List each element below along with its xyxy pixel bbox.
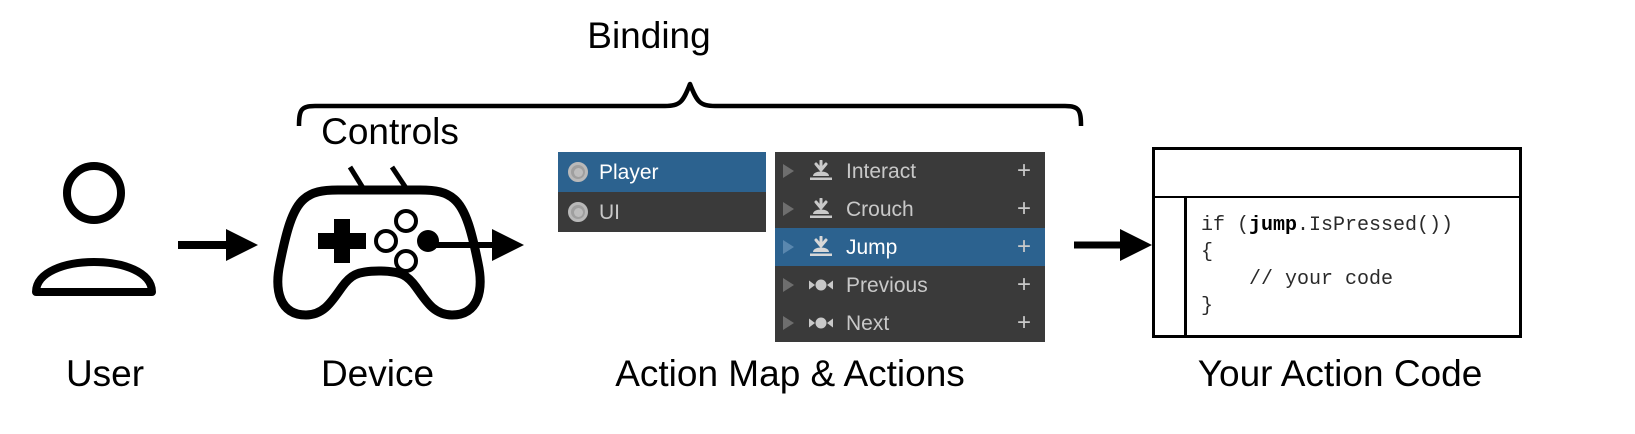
code-editor-body: if (jump.IsPressed()) { // your code } xyxy=(1155,198,1519,335)
action-map-icon xyxy=(568,162,588,182)
action-label: Previous xyxy=(846,273,928,297)
arrow-device-to-actions xyxy=(430,229,524,261)
caption-action-code: Your Action Code xyxy=(1197,353,1483,394)
action-row-next[interactable]: Next + xyxy=(775,304,1045,342)
controls-label: Controls xyxy=(321,111,459,152)
arrow-actions-to-code xyxy=(1074,229,1152,261)
action-map-row-ui[interactable]: UI xyxy=(558,192,766,232)
axis-action-icon xyxy=(809,279,833,291)
axis-action-icon xyxy=(809,317,833,329)
action-map-label: Player xyxy=(599,160,659,184)
action-label: Jump xyxy=(846,235,898,259)
user-icon xyxy=(32,162,156,296)
binding-label: Binding xyxy=(587,15,711,56)
expand-arrow-icon[interactable] xyxy=(783,316,794,330)
action-label: Interact xyxy=(846,159,917,183)
action-row-crouch[interactable]: Crouch + xyxy=(775,190,1045,228)
button-action-icon xyxy=(810,160,832,180)
action-row-previous[interactable]: Previous + xyxy=(775,266,1045,304)
action-map-label: UI xyxy=(599,200,620,224)
expand-arrow-icon[interactable] xyxy=(783,202,794,216)
action-label: Next xyxy=(846,311,890,335)
action-map-list[interactable]: Player UI xyxy=(558,152,766,232)
binding-brace xyxy=(296,81,1084,126)
action-row-interact[interactable]: Interact + xyxy=(775,152,1045,190)
add-binding-button[interactable]: + xyxy=(1016,195,1031,222)
arrow-user-to-device xyxy=(178,229,258,261)
expand-arrow-icon[interactable] xyxy=(783,164,794,178)
code-line-4: } xyxy=(1201,295,1214,318)
add-binding-button[interactable]: + xyxy=(1016,271,1031,298)
caption-user: User xyxy=(65,353,145,394)
add-binding-button[interactable]: + xyxy=(1016,233,1031,260)
action-map-icon xyxy=(568,202,588,222)
expand-arrow-icon[interactable] xyxy=(783,278,794,292)
actions-list[interactable]: Interact + Crouch + Jump + xyxy=(775,152,1045,342)
code-line-1-suffix: .IsPressed()) xyxy=(1297,214,1454,237)
code-line-2: { xyxy=(1201,241,1214,264)
caption-action-map: Action Map & Actions xyxy=(615,353,965,394)
code-editor-gutter xyxy=(1155,198,1187,335)
action-map-row-player[interactable]: Player xyxy=(558,152,766,192)
button-action-icon xyxy=(810,198,832,218)
button-action-icon xyxy=(810,236,832,256)
action-row-jump[interactable]: Jump + xyxy=(775,228,1045,266)
code-editor-window[interactable]: if (jump.IsPressed()) { // your code } xyxy=(1152,147,1522,338)
code-line-3: // your code xyxy=(1201,268,1394,291)
code-line-1-bold: jump xyxy=(1249,214,1298,237)
expand-arrow-icon[interactable] xyxy=(783,240,794,254)
add-binding-button[interactable]: + xyxy=(1016,309,1031,336)
caption-device: Device xyxy=(320,353,435,394)
action-label: Crouch xyxy=(846,197,914,221)
code-editor-titlebar xyxy=(1155,150,1519,198)
add-binding-button[interactable]: + xyxy=(1016,157,1031,184)
code-line-1-prefix: if ( xyxy=(1201,214,1250,237)
code-editor-text[interactable]: if (jump.IsPressed()) { // your code } xyxy=(1187,198,1519,335)
gamepad-icon xyxy=(273,185,485,320)
